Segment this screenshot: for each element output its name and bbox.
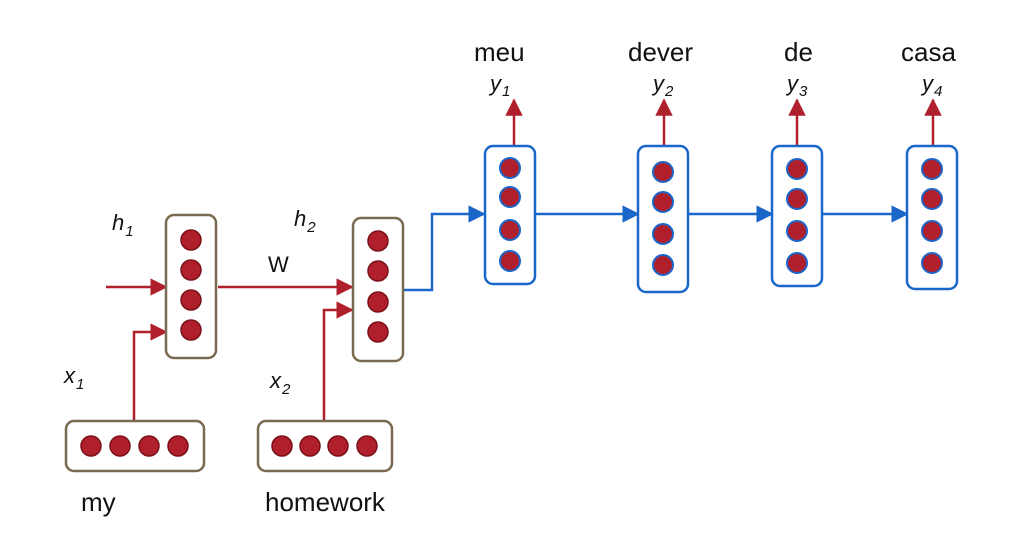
encoder-hidden-state-1 bbox=[164, 213, 218, 360]
input-label-2: x2 bbox=[269, 368, 291, 398]
output-word-4: casa bbox=[901, 37, 956, 67]
output-var-3: y3 bbox=[785, 71, 808, 100]
input-label-1: x1 bbox=[63, 363, 84, 393]
input-vector-1 bbox=[64, 419, 206, 473]
output-word-3: de bbox=[784, 37, 813, 67]
weight-label: W bbox=[268, 252, 289, 277]
hidden-label-2: h2 bbox=[294, 206, 316, 236]
input-2-arrow bbox=[322, 301, 354, 420]
decoder-state-1 bbox=[483, 144, 537, 286]
output-var-1: y1 bbox=[488, 71, 510, 100]
input-vector-2 bbox=[256, 419, 394, 473]
output-word-1: meu bbox=[474, 37, 525, 67]
decoder-state-3 bbox=[770, 144, 824, 288]
output-var-2: y2 bbox=[651, 71, 674, 100]
output-var-4: y4 bbox=[920, 71, 942, 100]
input-1-arrow bbox=[132, 323, 168, 420]
decoder-state-2 bbox=[636, 144, 690, 294]
hidden-label-1: h1 bbox=[112, 210, 134, 240]
encoder-hidden-state-2 bbox=[351, 216, 405, 363]
context-to-decoder-arrow bbox=[404, 205, 486, 292]
decoder-state-4 bbox=[905, 144, 959, 291]
input-word-2: homework bbox=[265, 487, 386, 517]
output-word-2: dever bbox=[628, 37, 693, 67]
input-word-1: my bbox=[81, 487, 116, 517]
